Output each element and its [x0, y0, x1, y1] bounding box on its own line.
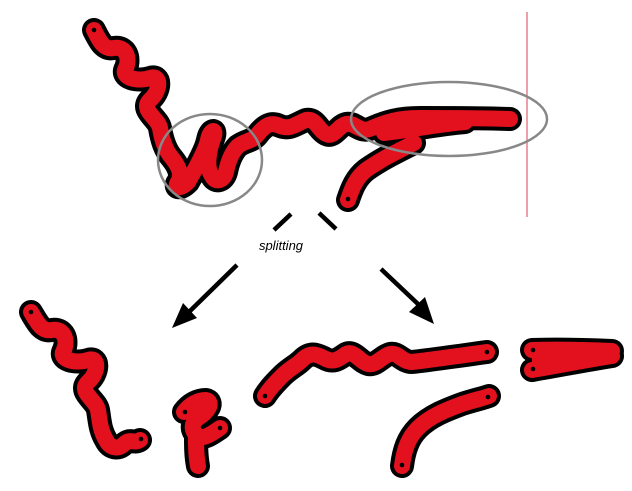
- split-strokes: [19, 300, 624, 478]
- splitting-caption: splitting: [258, 238, 304, 253]
- endpoint-dots: [28, 309, 536, 468]
- split-arrow-right: [317, 211, 434, 324]
- endpoint-dot: [345, 196, 351, 202]
- endpoint-dot: [91, 27, 97, 33]
- split-arrow-left: [172, 212, 293, 328]
- highlight-ellipse-left: [156, 112, 264, 208]
- highlight-ellipse-right: [349, 80, 549, 158]
- original-stroke: [82, 18, 522, 212]
